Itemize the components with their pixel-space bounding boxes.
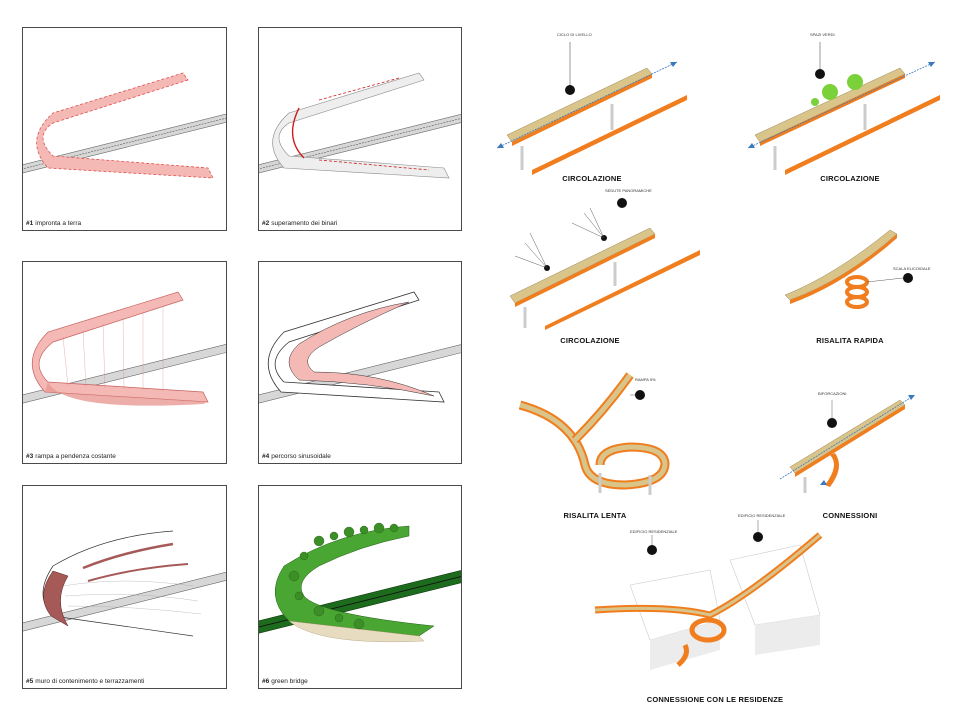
panel-6-drawing — [259, 522, 461, 643]
diagram-7-tag-2: EDIFICIO RESIDENZIALE — [738, 513, 786, 518]
diagram-2-drawing — [747, 42, 940, 175]
panel-4-drawing — [259, 291, 461, 405]
diagram-3-tag: SEDUTE PANORAMICHE — [605, 188, 652, 193]
diagram-6-title: CONNESSIONI — [822, 511, 878, 520]
diagram-connessioni: BIFORCAZIONI CONNESSIONI — [770, 385, 950, 525]
diagram-connessione-residenze: EDIFICIO RESIDENZIALE EDIFICIO RESIDENZI… — [590, 505, 845, 705]
diagram-1-tag: CICLO DI LIVELLO — [557, 32, 592, 37]
diagram-circolazione-2: SPAZI VERDI CIRCOLAZIONE — [740, 20, 950, 188]
diagram-circolazione-1: CICLO DI LIVELLO CIRCOLAZIONE — [492, 20, 692, 188]
diagram-4-tag: SCALA ELICOIDALE — [893, 266, 931, 271]
diagram-risalita-rapida: SCALA ELICOIDALE RISALITA RAPIDA — [775, 220, 950, 348]
diagram-3-title: CIRCOLAZIONE — [560, 336, 620, 345]
diagram-6-drawing — [779, 394, 916, 493]
diagram-5-drawing — [518, 372, 670, 495]
building-icon-2 — [753, 532, 763, 542]
diagram-7-title: CONNESSIONE CON LE RESIDENZE — [646, 695, 784, 704]
diagram-1-title: CIRCOLAZIONE — [562, 174, 622, 183]
diagram-7-drawing — [594, 520, 823, 670]
diagram-2-tag: SPAZI VERDI — [810, 32, 835, 37]
diagram-5-title: RISALITA LENTA — [563, 511, 627, 520]
panel-3-drawing — [23, 291, 226, 406]
panel-5-drawing — [23, 530, 226, 637]
diagram-4-drawing — [784, 229, 913, 309]
diagram-circolazione-3: SEDUTE PANORAMICHE CIRCOLAZIONE — [500, 188, 710, 348]
diagram-6-tag: BIFORCAZIONI — [818, 391, 847, 396]
diagram-2-title: CIRCOLAZIONE — [820, 174, 880, 183]
eye-icon — [617, 198, 627, 208]
panel-2-drawing — [259, 72, 461, 179]
tree-sphere-2 — [847, 74, 863, 90]
stair-icon — [903, 273, 913, 283]
tree-sphere-1 — [822, 84, 838, 100]
ramp-icon — [635, 390, 645, 400]
diagram-1-drawing — [496, 42, 687, 175]
panel-1-drawing — [23, 72, 226, 179]
diagram-7-tag: EDIFICIO RESIDENZIALE — [630, 529, 678, 534]
diagram-5-tag: RAMPA 5% — [635, 377, 656, 382]
fork-icon — [827, 418, 837, 428]
diagram-4-title: RISALITA RAPIDA — [816, 336, 884, 345]
bike-icon — [565, 85, 575, 95]
building-icon — [647, 545, 657, 555]
diagram-3-drawing — [509, 198, 700, 330]
diagram-risalita-lenta: RAMPA 5% RISALITA LENTA — [515, 365, 705, 525]
tree-icon — [815, 69, 825, 79]
